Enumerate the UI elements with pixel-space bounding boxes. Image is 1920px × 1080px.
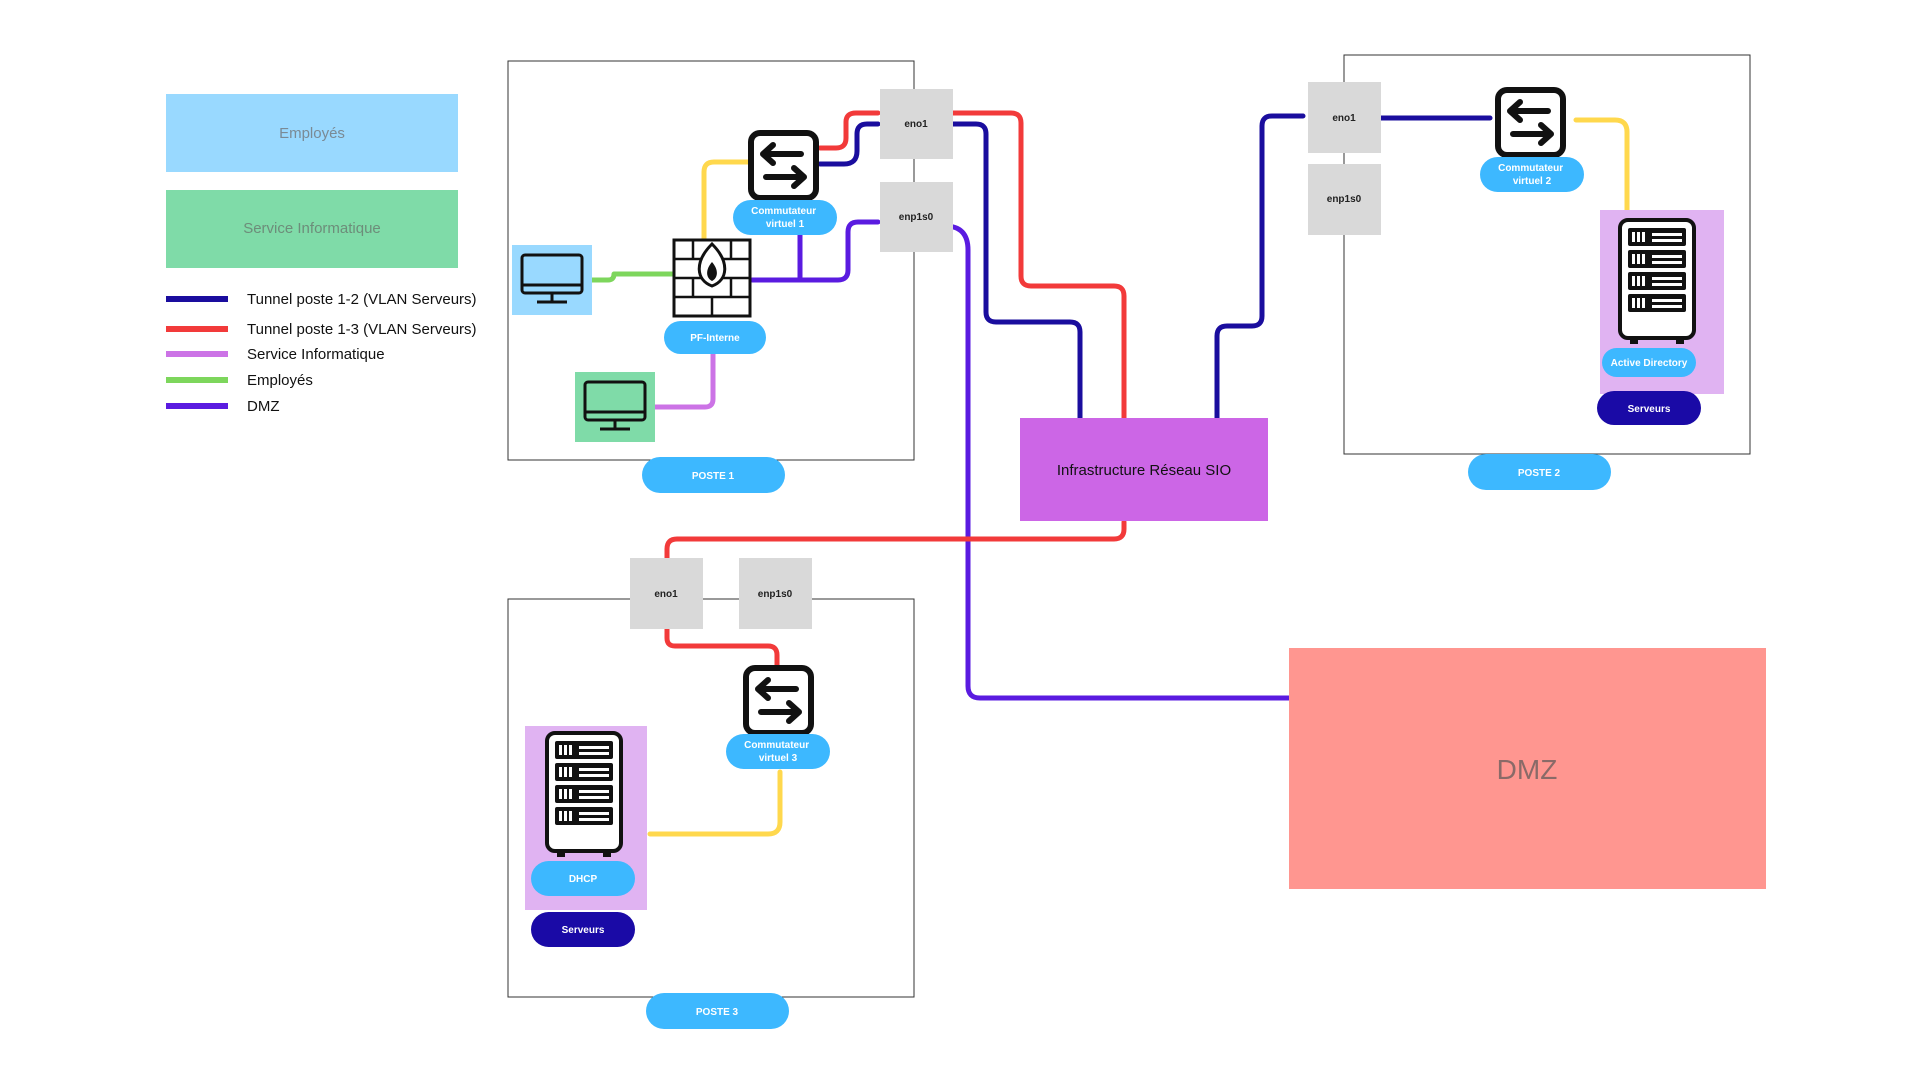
link-trunk-poste2 [1573,117,1630,213]
server-rack-icon [1618,218,1696,344]
poste1-switch-label: Commutateur virtuel 1 [751,206,819,230]
poste2-label: POSTE 2 [1518,468,1561,479]
poste1-switch-label-text: Commutateur [751,206,816,217]
link-tunnel13-infra-poste3 [664,519,1127,595]
poste2-group-pill[interactable] [1597,391,1701,425]
link-tunnel13-switch-port [817,110,881,151]
poste2-port-enp1s0-label: enp1s0 [1327,194,1362,205]
poste3-group-pill[interactable] [531,912,635,947]
switch-icon [743,665,814,736]
legend-label-employes: Employés [247,372,313,389]
link-service [651,349,716,410]
poste2-server-pill[interactable] [1602,348,1696,377]
poste2-switch-label: Commutateur virtuel 2 [1498,163,1566,187]
legend-label-dmz: DMZ [247,398,280,415]
infra-label: Infrastructure Réseau SIO [1057,462,1231,479]
poste3-switch-pill[interactable] [726,734,830,769]
poste2-port-eno1-label: eno1 [1332,113,1356,124]
legend-service-box [166,190,458,268]
legend-label-service: Service Informatique [247,346,385,363]
link-trunk-poste1 [701,159,751,243]
poste3-port-enp1s0-label: enp1s0 [758,589,793,600]
poste1-label-pill[interactable] [642,457,785,493]
poste2-switch-label-text: Commutateur [1498,163,1563,174]
poste1-label: POSTE 1 [692,471,735,482]
poste2-switch-pill[interactable] [1480,157,1584,192]
poste2: eno1 enp1s0 Commutateur virtuel 2 [1308,82,1724,490]
poste1-switch-pill[interactable] [733,200,837,235]
poste1-firewall-label: PF-Interne [690,333,740,344]
poste1: PF-Interne Commutateur virtuel 1 eno1 en… [512,89,953,493]
link-employes [589,271,679,283]
dmz-label: DMZ [1497,754,1558,785]
link-dmz-fw-port [749,219,881,283]
switch-icon [1495,87,1566,158]
poste3-port-eno1-label: eno1 [654,589,678,600]
poste1-firewall-pill[interactable] [664,321,766,354]
poste1-port-eno1-label: eno1 [904,119,928,130]
legend: Employés Service Informatique Tunnel pos… [166,94,477,415]
sw1-label-line2: virtuel 1 [766,219,805,230]
poste3-server-pill[interactable] [531,861,635,896]
poste2-port-eno1[interactable] [1308,82,1381,153]
sw2-label-line2: virtuel 2 [1513,176,1552,187]
link-dmz-to-zone [942,223,1293,701]
poste2-port-enp1s0[interactable] [1308,164,1381,235]
link-trunk-poste3 [647,769,783,837]
link-tunnel12-switch-port [817,121,881,167]
poste3-label: POSTE 3 [696,1007,739,1018]
monitor-icon [520,253,584,304]
poste1-port-enp1s0[interactable] [880,182,953,252]
poste3-label-pill[interactable] [646,993,789,1029]
poste3-group-label: Serveurs [562,925,605,936]
poste3-port-enp1s0[interactable] [739,558,812,629]
legend-label-tunnel-1-3: Tunnel poste 1-3 (VLAN Serveurs) [247,321,477,338]
poste2-server-label: Active Directory [1611,358,1688,369]
sw3-label-line2: virtuel 3 [759,753,798,764]
poste2-label-pill[interactable] [1468,454,1611,490]
poste1-port-eno1[interactable] [880,89,953,159]
poste3-server-label: DHCP [569,874,598,885]
legend-employes-box [166,94,458,172]
poste2-group-label: Serveurs [1628,404,1671,415]
link-tunnel12-infra-poste2 [1214,113,1306,421]
poste3-switch-label-text: Commutateur [744,740,809,751]
link-tunnel12-port-infra [942,121,1083,421]
poste3: eno1 enp1s0 Commutateur virtuel 3 [525,558,830,1029]
poste1-port-enp1s0-label: enp1s0 [899,212,934,223]
firewall-icon [672,238,752,318]
legend-employes-label: Employés [279,125,345,142]
legend-service-label: Service Informatique [243,220,381,237]
server-rack-icon [545,731,623,857]
infra-box[interactable] [1020,418,1268,521]
dmz-zone[interactable] [1289,648,1766,889]
monitor-icon [583,380,647,431]
link-tunnel13-port-switch [664,624,780,671]
legend-label-tunnel-1-2: Tunnel poste 1-2 (VLAN Serveurs) [247,291,477,308]
poste3-switch-label: Commutateur virtuel 3 [744,740,812,764]
switch-icon [748,130,819,201]
links [589,110,1630,837]
poste3-port-eno1[interactable] [630,558,703,629]
link-tunnel13-port-infra [942,110,1127,421]
